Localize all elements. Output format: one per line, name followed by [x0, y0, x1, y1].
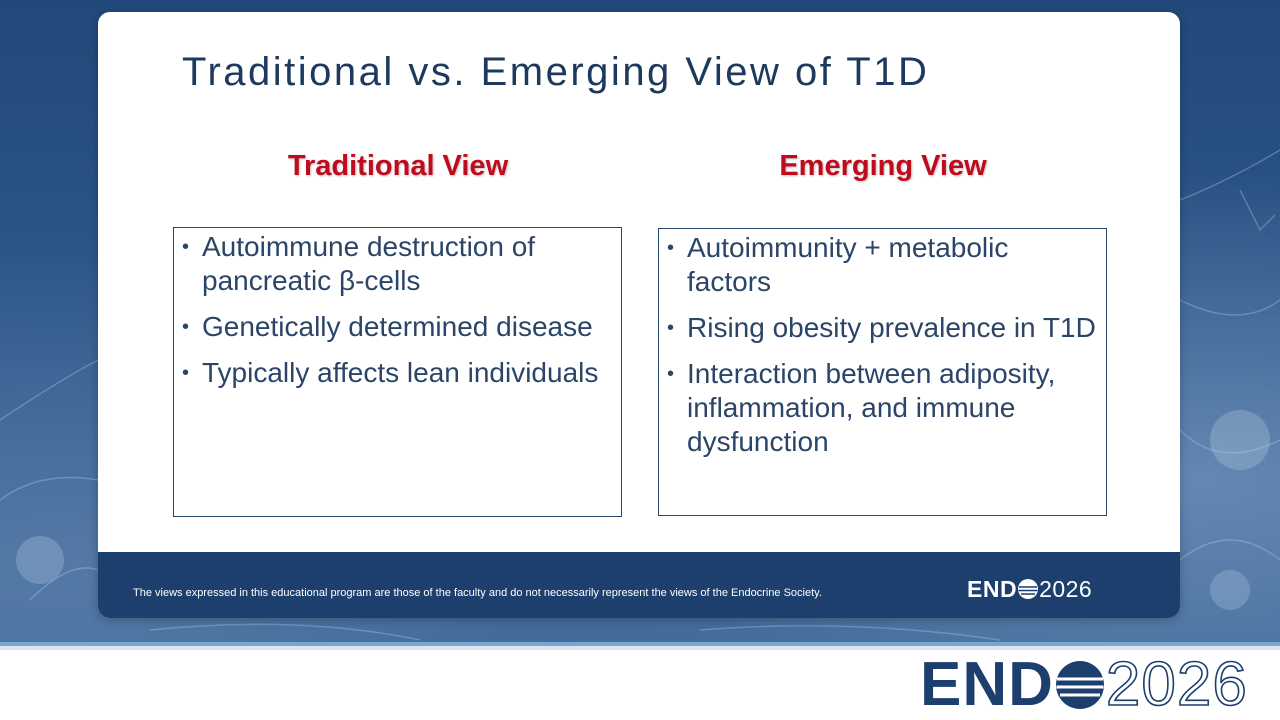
endo-logo-large: END 2026 [920, 650, 1248, 719]
logo-word: END [920, 650, 1054, 719]
list-item: • Autoimmune destruction of pancreatic β… [182, 230, 611, 298]
traditional-bullet-list: • Autoimmune destruction of pancreatic β… [182, 230, 611, 402]
emerging-view-heading: Emerging View [779, 150, 987, 182]
list-item: • Genetically determined disease [182, 310, 611, 344]
bottom-accent-stripe [0, 642, 1280, 646]
disclaimer-text: The views expressed in this educational … [133, 587, 822, 599]
bullet-icon: • [182, 236, 190, 258]
list-item: • Autoimmunity + metabolic factors [667, 231, 1096, 299]
emerging-view-box: • Autoimmunity + metabolic factors • Ris… [658, 228, 1107, 516]
bullet-icon: • [667, 237, 675, 259]
bottom-accent-stripe-light [0, 646, 1280, 650]
traditional-view-heading: Traditional View [287, 150, 509, 182]
globe-icon [1018, 579, 1039, 599]
bullet-text: Rising obesity prevalence in T1D [687, 312, 1096, 343]
bullet-icon: • [182, 362, 190, 384]
slide-title: Traditional vs. Emerging View of T1D [182, 50, 930, 94]
logo-year: 2026 [1039, 575, 1093, 602]
traditional-view-box: • Autoimmune destruction of pancreatic β… [173, 227, 622, 517]
bullet-icon: • [182, 316, 190, 338]
background-network-pattern [0, 149, 1280, 641]
endo-logo-small: END 2026 [967, 574, 1092, 604]
bullet-text: Autoimmunity + metabolic factors [687, 232, 1009, 297]
logo-year: 2026 [1105, 650, 1248, 719]
slide-card: Traditional vs. Emerging View of T1D Tra… [98, 12, 1180, 618]
emerging-bullet-list: • Autoimmunity + metabolic factors • Ris… [667, 231, 1096, 471]
logo-word: END [967, 575, 1018, 602]
globe-icon [1055, 661, 1104, 709]
bullet-text: Autoimmune destruction of pancreatic β-c… [202, 231, 536, 296]
list-item: • Interaction between adiposity, inflamm… [667, 357, 1096, 459]
list-item: • Typically affects lean individuals [182, 356, 611, 390]
bullet-text: Typically affects lean individuals [202, 357, 599, 388]
bullet-icon: • [667, 317, 675, 339]
bullet-text: Interaction between adiposity, inflammat… [687, 358, 1056, 457]
bullet-icon: • [667, 363, 675, 385]
slide-footer: The views expressed in this educational … [98, 552, 1180, 618]
bullet-text: Genetically determined disease [202, 311, 593, 342]
list-item: • Rising obesity prevalence in T1D [667, 311, 1096, 345]
